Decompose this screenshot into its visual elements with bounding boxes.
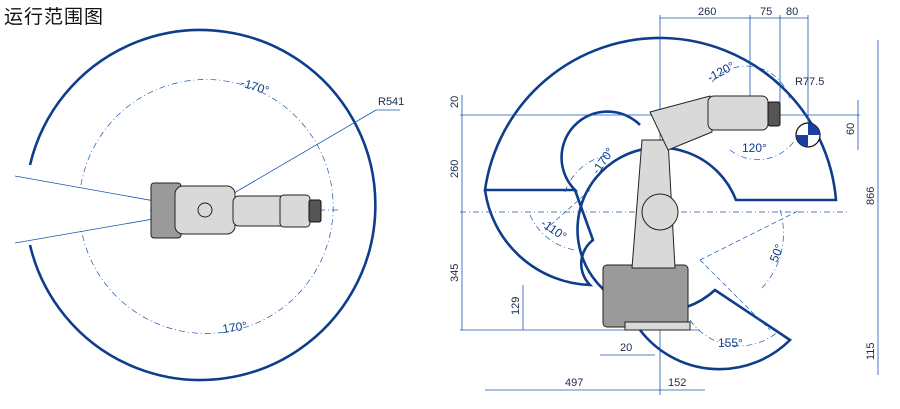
- dim-129: 129: [510, 297, 522, 315]
- dim-115: 115: [865, 342, 877, 360]
- robot-base-plate-side: [624, 321, 691, 331]
- robot-side-view: [602, 95, 781, 331]
- dim-345: 345: [449, 264, 461, 282]
- page-title: 运行范围图: [4, 6, 105, 28]
- dim-497: 497: [565, 377, 583, 389]
- side-angle-bottom: 155°: [718, 336, 743, 350]
- robot-forearm-side: [707, 95, 769, 131]
- dim-80: 80: [786, 6, 798, 18]
- tool-radius-label: R77.5: [795, 76, 824, 88]
- dim-75: 75: [760, 6, 772, 18]
- side-reach-envelope: [483, 36, 838, 371]
- robot-wrist-top: [279, 194, 311, 228]
- side-angle-j3: 50°: [767, 242, 787, 264]
- top-angle-upper-label: -170°: [239, 76, 271, 98]
- tool-center-symbol: [795, 122, 821, 148]
- side-angle-j4-lower: 120°: [742, 141, 767, 155]
- top-view: R541 -170° 170°: [14, 28, 404, 382]
- top-radius-label: R541: [378, 96, 404, 108]
- dim-20-bottom: 20: [620, 342, 632, 354]
- side-j3-upper-ray: [699, 209, 801, 261]
- dim-152: 152: [668, 377, 686, 389]
- robot-base-side: [602, 264, 689, 328]
- dim-20-left: 20: [449, 96, 461, 108]
- robot-flange-side: [767, 101, 781, 127]
- side-inner-envelope: [483, 189, 595, 287]
- side-j2-lower-arc: [529, 214, 576, 251]
- robot-top-view: [150, 182, 322, 239]
- top-reach-envelope: [28, 28, 377, 382]
- dim-60: 60: [845, 123, 857, 135]
- side-j2-upper-arc: [564, 154, 611, 193]
- robot-axis-top: [197, 202, 213, 218]
- side-angle-j4-upper: -120°: [705, 59, 737, 85]
- robot-upper-arm-side: [649, 95, 713, 151]
- robot-flange-top: [308, 199, 322, 223]
- top-rotation-arc: [80, 79, 334, 334]
- dim-260-top: 260: [698, 6, 716, 18]
- side-j2-lower-ray: [544, 189, 591, 231]
- side-view: 260 75 80 R77.5 -120° 120° -170° -110° 5…: [449, 6, 879, 395]
- dim-866: 866: [865, 187, 877, 205]
- side-j3-ray: [699, 259, 771, 331]
- top-angle-lower-label: 170°: [221, 319, 248, 336]
- robot-j2-joint-side: [641, 193, 679, 231]
- side-j3-arc: [759, 209, 784, 291]
- dim-260-left: 260: [449, 160, 461, 178]
- side-angle-j2-lower: -110°: [538, 216, 569, 244]
